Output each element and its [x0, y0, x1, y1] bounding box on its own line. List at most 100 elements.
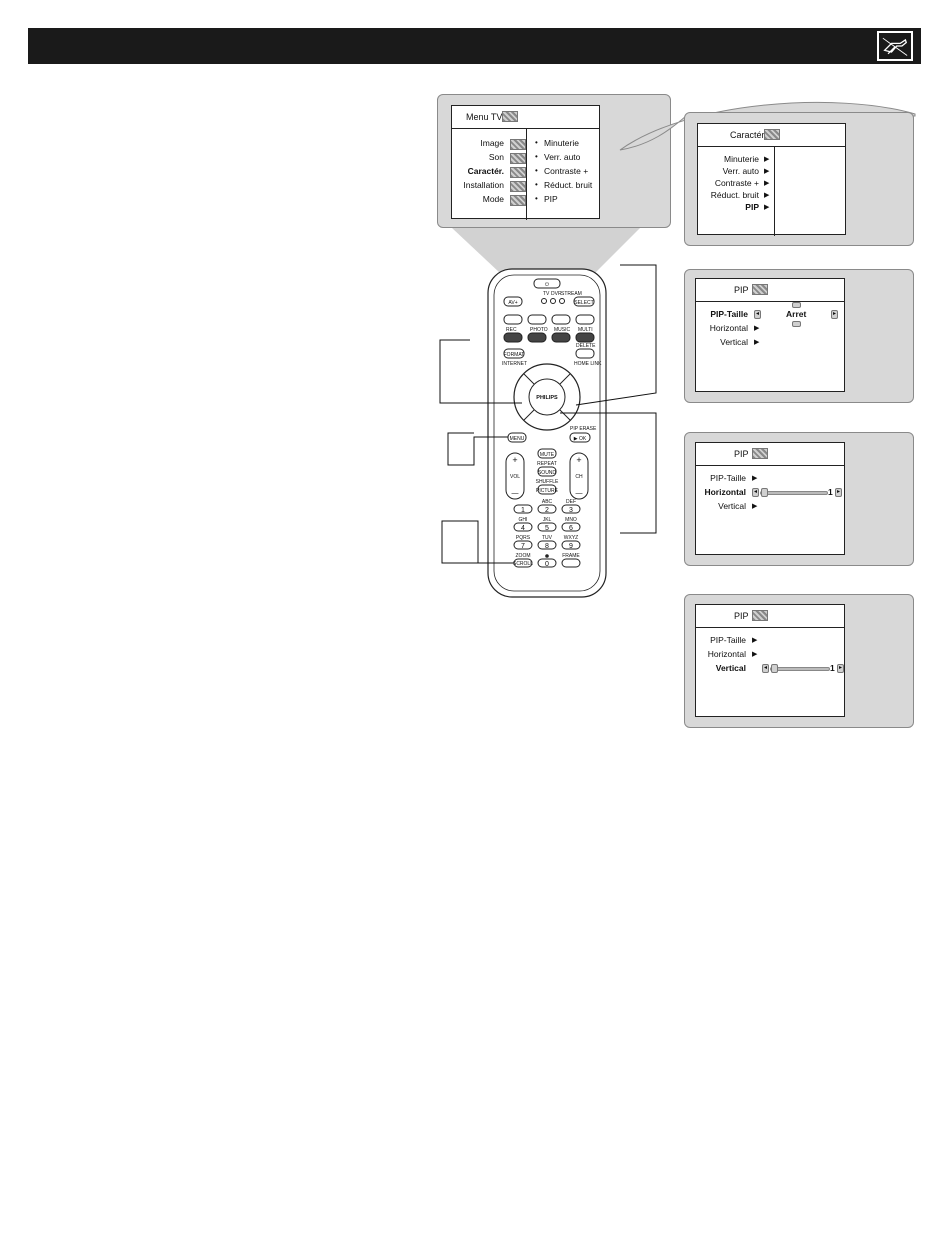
ok-button[interactable]	[569, 432, 591, 443]
slider-knob[interactable]	[771, 664, 778, 673]
shuffle-label: SHUFFLE	[536, 479, 559, 485]
menu-item-image[interactable]: Image	[480, 138, 504, 148]
pip-vertical-label[interactable]: Vertical	[720, 337, 748, 347]
pip-size-panel: PIP PIP-Taille ◂ Arret ▸ Horizontal ▶ Ve…	[684, 269, 914, 403]
arrow-right-icon: ▸	[837, 664, 844, 673]
digit-3-button[interactable]	[561, 504, 581, 514]
pip-horizontal-title-bar: PIP	[696, 443, 844, 466]
digit-9-label: 9	[569, 543, 573, 550]
forward-button[interactable]	[575, 314, 595, 325]
digit-2-button[interactable]	[537, 504, 557, 514]
caracter-title-bar: Caractér.	[698, 124, 845, 147]
digit-8-button[interactable]	[537, 540, 557, 550]
menu-item-installation[interactable]: Installation	[463, 180, 504, 190]
digit-4-label: 4	[521, 525, 525, 532]
callout-line-right-bottom	[560, 412, 657, 534]
pip-taille-label[interactable]: PIP-Taille	[710, 635, 746, 645]
ok-label: ▶ OK	[574, 436, 587, 442]
bullet-dot: •	[535, 194, 538, 203]
select-button[interactable]	[573, 296, 595, 307]
arrow-right-icon: ▸	[835, 488, 842, 497]
dvr-led	[550, 298, 556, 304]
digit-7-button[interactable]	[513, 540, 533, 550]
remote-illustration: ⏻ AV+ TV DVR STREAM SELECT REC PHOTO MUS…	[439, 228, 657, 598]
volume-up-icon: +	[512, 455, 517, 465]
pip-horizontal-panel: PIP PIP-Taille ▶ Horizontal ◂ 1 ▸ Vertic…	[684, 432, 914, 566]
installation-icon	[510, 181, 526, 192]
arrow-right-icon: ▶	[764, 180, 770, 187]
arrow-right-icon: ▶	[764, 168, 770, 175]
pip-vertical-label[interactable]: Vertical	[718, 501, 746, 511]
digit-9-button[interactable]	[561, 540, 581, 550]
photo-label: PHOTO	[530, 327, 548, 333]
channel-rocker[interactable]	[569, 452, 589, 500]
bullet-dot: •	[535, 180, 538, 189]
rec-button[interactable]	[503, 332, 523, 343]
music-label: MUSIC	[554, 327, 571, 333]
frame-button[interactable]	[561, 558, 581, 568]
play-pause-button[interactable]	[503, 314, 523, 325]
caracter-panel: Caractér. Minuterie ▶ Verr. auto ▶ Contr…	[684, 112, 914, 246]
slider-knob[interactable]	[761, 488, 768, 497]
center-button[interactable]	[528, 378, 566, 416]
power-button[interactable]	[533, 278, 561, 289]
menu-tv-title-bar: Menu TV	[452, 106, 599, 129]
pip-horizontal-label[interactable]: Horizontal	[704, 487, 746, 497]
digit-4-button[interactable]	[513, 522, 533, 532]
delete-button[interactable]	[575, 348, 595, 359]
channel-up-icon: +	[576, 455, 581, 465]
arrow-up-icon	[792, 302, 801, 308]
mute-button[interactable]	[537, 448, 557, 459]
dpad-divider	[559, 373, 571, 385]
pip-taille-label[interactable]: PIP-Taille	[710, 309, 748, 319]
pqrs-label: PQRS	[516, 535, 531, 541]
music-button[interactable]	[551, 332, 571, 343]
horizontal-slider[interactable]	[760, 491, 828, 495]
pip-size-title: PIP	[734, 285, 749, 295]
digit-5-label: 5	[545, 525, 549, 532]
caracter-item-pip[interactable]: PIP	[745, 202, 759, 212]
menu-divider	[774, 146, 775, 236]
arrow-right-icon: ▶	[752, 503, 758, 510]
caracter-screen: Caractér. Minuterie ▶ Verr. auto ▶ Contr…	[697, 123, 846, 236]
digit-0-button[interactable]	[537, 558, 557, 568]
sound-button[interactable]	[537, 466, 557, 477]
pip-horizontal-label[interactable]: Horizontal	[707, 649, 746, 659]
photo-button[interactable]	[527, 332, 547, 343]
caracter-item-reduct-bruit[interactable]: Réduct. bruit	[710, 190, 759, 200]
pip-taille-label[interactable]: PIP-Taille	[710, 473, 746, 483]
pip-vertical-title: PIP	[734, 611, 749, 621]
caracter-item-minuterie[interactable]: Minuterie	[724, 154, 759, 164]
arrow-right-icon: ▶	[754, 325, 760, 332]
caracter-item-verr-auto[interactable]: Verr. auto	[722, 166, 759, 176]
picture-button[interactable]	[537, 484, 557, 495]
format-button[interactable]	[503, 348, 525, 359]
horizontal-slider-value: 1	[828, 487, 833, 497]
stop-button[interactable]	[527, 314, 547, 325]
av-button[interactable]	[503, 296, 523, 307]
volume-down-icon: —	[512, 490, 519, 497]
vertical-slider[interactable]	[770, 667, 830, 671]
pip-horizontal-screen: PIP PIP-Taille ▶ Horizontal ◂ 1 ▸ Vertic…	[695, 442, 845, 555]
rewind-button[interactable]	[551, 314, 571, 325]
menu-item-caracter[interactable]: Caractér.	[467, 166, 504, 176]
pip-vertical-screen: PIP PIP-Taille ▶ Horizontal ▶ Vertical ◂…	[695, 604, 845, 717]
arrow-right-icon: ▸	[831, 310, 838, 319]
pip-horizontal-label[interactable]: Horizontal	[709, 323, 748, 333]
digit-6-label: 6	[569, 525, 573, 532]
multi-button[interactable]	[575, 332, 595, 343]
volume-rocker[interactable]	[505, 452, 525, 500]
menu-divider	[526, 128, 527, 220]
caracter-item-contraste[interactable]: Contraste +	[714, 178, 759, 188]
digit-5-button[interactable]	[537, 522, 557, 532]
digit-2-label: 2	[545, 507, 549, 514]
digit-6-button[interactable]	[561, 522, 581, 532]
pip-vertical-title-bar: PIP	[696, 605, 844, 628]
arrow-left-icon: ◂	[752, 488, 759, 497]
menu-item-son[interactable]: Son	[488, 152, 504, 162]
menu-item-mode[interactable]: Mode	[482, 194, 504, 204]
digit-1-button[interactable]	[513, 504, 533, 514]
pip-vertical-label[interactable]: Vertical	[715, 663, 746, 673]
pip-size-title-bar: PIP	[696, 279, 844, 302]
digit-0-label: 0	[545, 561, 549, 568]
